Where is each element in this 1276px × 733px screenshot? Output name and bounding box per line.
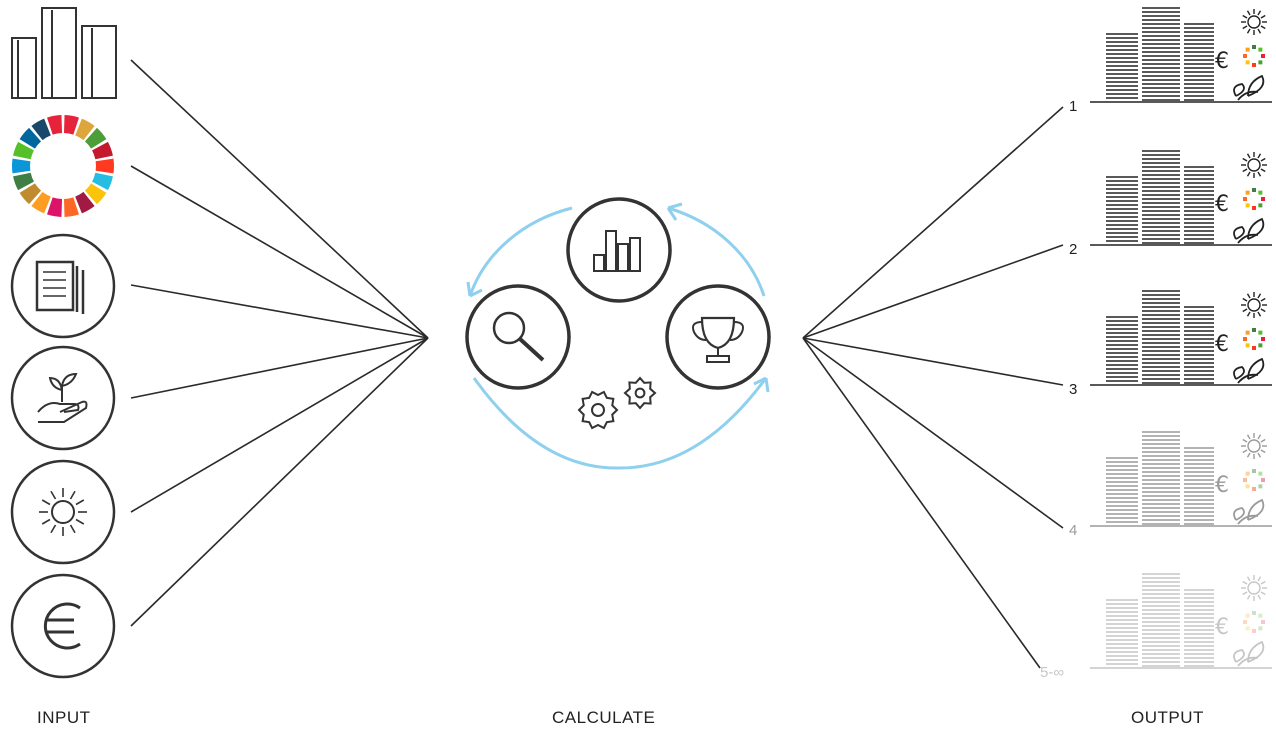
sdg-dots-icon	[1243, 611, 1265, 633]
sdg-segment	[31, 118, 51, 141]
sdg-segment	[12, 158, 31, 174]
euro-icon	[10, 573, 116, 679]
documents-icon	[10, 233, 116, 339]
euro-icon: €	[1215, 49, 1229, 74]
output-rank-label: 2	[1069, 241, 1077, 258]
input-connector-2	[130, 165, 429, 339]
sun-icon	[1241, 292, 1267, 318]
hand-plant-icon	[10, 345, 116, 451]
sun-icon	[10, 459, 116, 565]
input-connector-lines	[130, 59, 429, 627]
output-building	[1142, 7, 1180, 101]
output-row-3: 3€	[1069, 290, 1272, 398]
output-building	[1106, 33, 1138, 99]
input-connector-6	[130, 337, 429, 627]
sdg-segment	[75, 118, 95, 141]
sdg-segment	[31, 191, 51, 214]
output-building	[1106, 176, 1138, 242]
sdg-segment	[84, 183, 107, 205]
output-building	[1142, 431, 1180, 525]
input-connector-5	[130, 337, 429, 513]
sun-icon	[1241, 575, 1267, 601]
input-connector-1	[130, 59, 429, 339]
sun-icon	[1241, 152, 1267, 178]
output-connector-lines	[802, 106, 1064, 669]
cycle-arrow-top	[667, 206, 766, 297]
output-building	[1106, 457, 1138, 523]
sdg-wheel-icon	[12, 115, 115, 217]
buildings-icon	[11, 7, 117, 99]
euro-icon: €	[1215, 332, 1229, 357]
gears-icon	[577, 376, 657, 430]
sdg-segment	[19, 183, 42, 205]
sdg-dots-icon	[1243, 469, 1265, 491]
output-building	[1184, 589, 1214, 667]
trophy-icon	[665, 284, 771, 390]
output-building	[1142, 573, 1180, 667]
sdg-segment	[19, 127, 42, 149]
input-connector-3	[130, 284, 429, 339]
sprout-icon	[1233, 640, 1265, 667]
sdg-segment	[84, 127, 107, 149]
sdg-segment	[95, 158, 115, 174]
output-ranking: 1€2€3€4€5-∞€	[1040, 7, 1272, 681]
output-building	[1106, 599, 1138, 665]
sdg-segment	[47, 197, 63, 217]
input-connector-4	[130, 337, 429, 399]
input-label: INPUT	[37, 708, 91, 727]
sdg-segment	[92, 141, 113, 160]
output-connector-2	[802, 244, 1064, 339]
output-building	[1184, 166, 1214, 244]
output-connector-5	[802, 337, 1041, 669]
sprout-icon	[1233, 217, 1265, 244]
output-building	[1142, 290, 1180, 384]
sdg-segment	[13, 141, 34, 160]
sdg-segment	[63, 115, 79, 135]
calculate-cycle	[465, 197, 771, 470]
sdg-dots-icon	[1243, 45, 1265, 67]
sun-icon	[1241, 9, 1267, 35]
magnifier-icon	[465, 284, 571, 390]
output-row-1: 1€	[1069, 7, 1272, 115]
output-rank-label: 4	[1069, 522, 1077, 539]
output-connector-1	[802, 106, 1064, 339]
output-rank-label: 3	[1069, 381, 1077, 398]
calculate-label: CALCULATE	[552, 708, 656, 727]
output-connector-4	[802, 337, 1064, 529]
output-building	[1106, 316, 1138, 382]
sdg-dots-icon	[1243, 328, 1265, 350]
output-row-4: 4€	[1069, 431, 1272, 539]
sdg-segment	[75, 191, 95, 214]
euro-icon: €	[1215, 192, 1229, 217]
euro-icon: €	[1215, 615, 1229, 640]
sprout-icon	[1233, 74, 1265, 101]
cycle-arrow-bottom	[472, 377, 768, 470]
sun-icon	[1241, 433, 1267, 459]
output-rank-label: 5-∞	[1040, 664, 1064, 681]
output-building	[1142, 150, 1180, 244]
output-rank-label: 1	[1069, 98, 1077, 115]
sprout-icon	[1233, 498, 1265, 525]
cycle-arrow-left	[468, 206, 573, 297]
output-row-2: 2€	[1069, 150, 1272, 258]
output-row-5: 5-∞ €	[1040, 573, 1272, 681]
sdg-segment	[13, 172, 34, 191]
sdg-segment	[92, 172, 113, 191]
euro-icon: €	[1215, 473, 1229, 498]
output-building	[1184, 447, 1214, 525]
sdg-segment	[63, 197, 79, 217]
bar-chart-icon	[566, 197, 672, 303]
sdg-dots-icon	[1243, 188, 1265, 210]
output-building	[1184, 23, 1214, 101]
sdg-segment	[47, 115, 63, 135]
output-building	[1184, 306, 1214, 384]
sprout-icon	[1233, 357, 1265, 384]
output-connector-3	[802, 337, 1064, 386]
output-label: OUTPUT	[1131, 708, 1204, 727]
